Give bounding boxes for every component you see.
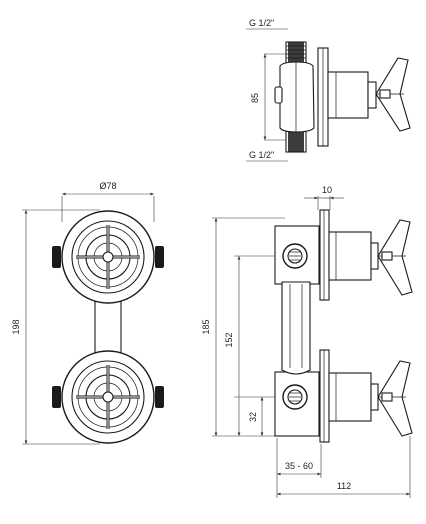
dim-32-label: 32 (248, 412, 258, 422)
top-side-view: G 1/2" G 1/2" 85 (246, 18, 411, 162)
cartridge-upper (328, 231, 372, 281)
dim-35-60-label: 35 - 60 (285, 461, 313, 471)
outlet-nub (274, 86, 283, 104)
side-cap-left-top (52, 246, 61, 268)
side-cap-left-bottom (52, 386, 61, 408)
dim-85-label: 85 (250, 93, 260, 103)
dim-152-label: 152 (224, 332, 234, 347)
flange-lower (319, 349, 330, 443)
flange-upper (319, 209, 330, 301)
side-cap-right-top (155, 246, 164, 268)
connecting-pipe (94, 295, 122, 359)
dim-112-label: 112 (337, 481, 351, 491)
dim-185-label: 185 (201, 319, 211, 334)
riser-pipe (281, 281, 311, 375)
cartridge-top (327, 71, 369, 119)
thread-bottom-label: G 1/2" (249, 150, 274, 160)
dim-198-label: 198 (11, 319, 21, 334)
cartridge-lower (328, 372, 372, 422)
side-view: 10 185 152 32 (201, 185, 413, 498)
front-view: Ø78 198 (11, 181, 164, 445)
valve-body-top (279, 61, 315, 133)
dim-diameter-label: Ø78 (99, 181, 116, 191)
thread-top-label: G 1/2" (249, 18, 274, 28)
dim-10-label: 10 (322, 185, 332, 195)
side-cap-right-bottom (155, 386, 164, 408)
